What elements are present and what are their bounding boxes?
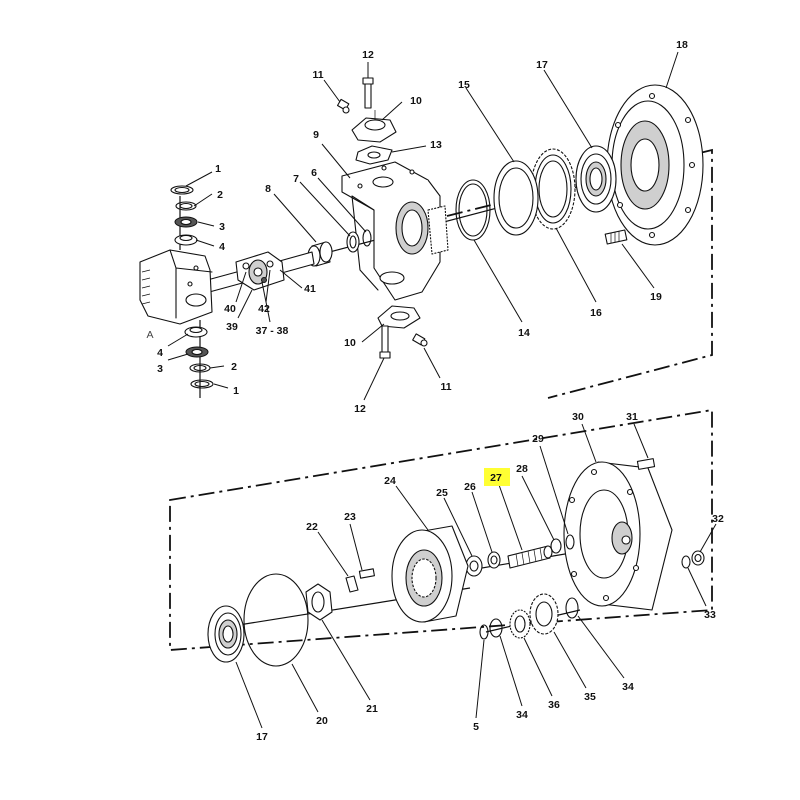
callout-5: 5 [473,721,479,733]
callout-22: 22 [306,521,318,533]
callout-18: 18 [676,39,688,51]
ring-part-34-left [489,618,503,638]
upper-assembly [139,77,704,398]
callout-40: 40 [224,303,236,315]
needle-bearing-part-36 [509,609,531,639]
callout-labels-upper: A 12 11 10 13 9 15 17 18 1 2 3 4 8 7 6 4… [146,39,688,415]
callout-35: 35 [584,691,596,703]
callout-3-top: 3 [219,221,225,233]
callout-16: 16 [590,307,602,319]
bolt-part-12-bottom [379,325,391,359]
seal-part-7 [346,231,360,253]
bolt-part-12-top [362,77,374,109]
washer-part-26 [487,551,501,569]
callout-29: 29 [532,433,544,445]
callout-10-bottom: 10 [344,337,356,349]
callout-labels-lower: 30 31 29 27 28 24 25 26 32 22 23 33 21 2… [256,411,724,743]
bearing-stack-bottom [184,326,214,389]
callout-1-top: 1 [215,163,221,175]
callout-27: 27 [490,472,502,484]
callout-21: 21 [366,703,378,715]
grease-fitting-part-11-bottom [412,333,428,347]
o-ring-part-20 [243,573,309,667]
callout-15: 15 [458,79,470,91]
callout-33: 33 [704,609,716,621]
callout-17-upper: 17 [536,59,548,71]
callout-11-top: 11 [312,69,323,81]
snap-ring-part-5 [479,624,489,640]
flange-hub-part-18 [606,84,704,246]
lock-nut-part-21 [305,583,333,621]
callout-34-right: 34 [622,681,634,693]
snap-ring-part-28 [550,538,562,554]
bushing-part-8 [307,241,333,267]
ring-part-34-right [565,597,579,619]
steering-knuckle-part-9 [341,161,449,301]
leader-lines [167,51,717,729]
grease-fitting-part-11-top [336,98,350,114]
callout-28: 28 [516,463,528,475]
callout-23: 23 [344,511,356,523]
ring-part-6 [362,229,372,247]
callout-9: 9 [313,129,319,141]
bearing-part-17-lower [207,605,245,663]
callout-4-bottom: 4 [157,347,163,359]
ring-gear-carrier-part-24 [391,525,469,623]
callout-3-bottom: 3 [157,363,163,375]
cap-plate-part-10-bottom [377,305,421,329]
callout-19: 19 [650,291,662,303]
callout-36: 36 [548,699,560,711]
screw-part-31 [636,458,656,470]
callout-12-bottom: 12 [354,403,366,415]
bolt-part-19 [604,229,628,245]
callout-1-bottom: 1 [233,385,239,397]
ring-part-29 [565,534,575,550]
callout-20: 20 [316,715,328,727]
callout-2-top: 2 [217,189,223,201]
frame-lower-assembly [169,408,713,651]
callout-32: 32 [712,513,724,525]
callout-7: 7 [293,173,299,185]
pin-part-22 [345,575,359,593]
planet-gear-part-35 [529,593,559,635]
callout-25: 25 [436,487,448,499]
callout-2-bottom: 2 [231,361,237,373]
screw-part-23 [358,568,375,579]
callout-6: 6 [311,167,317,179]
callout-26: 26 [464,481,476,493]
callout-30: 30 [572,411,584,423]
callout-42: 42 [258,303,270,315]
nut-part-32 [691,550,705,566]
washer-part-33 [681,555,691,569]
frame-upper-assembly [446,148,713,399]
callout-10-top: 10 [410,95,422,107]
axle-yoke-housing [139,249,213,325]
callout-14: 14 [518,327,530,339]
lower-assembly [207,458,705,667]
callout-24: 24 [384,475,396,487]
universal-joint-37-38 [235,251,285,291]
callout-41: 41 [304,283,316,295]
callout-37-38: 37 - 38 [256,325,289,337]
callout-27-highlight [484,468,510,486]
bearing-stack-top [170,185,198,246]
splined-shaft-part-27 [507,545,553,569]
cap-plate-part-10-top [351,110,397,143]
ring-part-14 [455,179,491,241]
gasket-part-13 [355,145,393,165]
view-letter-a: A [146,329,153,341]
callout-17-lower: 17 [256,731,268,743]
housing-part-30 [563,461,673,611]
callout-34-left: 34 [516,709,528,721]
bearing-part-17-upper [575,145,617,213]
ring-part-15 [493,160,539,236]
callout-13: 13 [430,139,442,151]
callout-8: 8 [265,183,271,195]
callout-12-top: 12 [362,49,374,61]
callout-4-top: 4 [219,241,225,253]
callout-31: 31 [626,411,638,423]
callout-39: 39 [226,321,238,333]
callout-11-bottom: 11 [440,381,451,393]
